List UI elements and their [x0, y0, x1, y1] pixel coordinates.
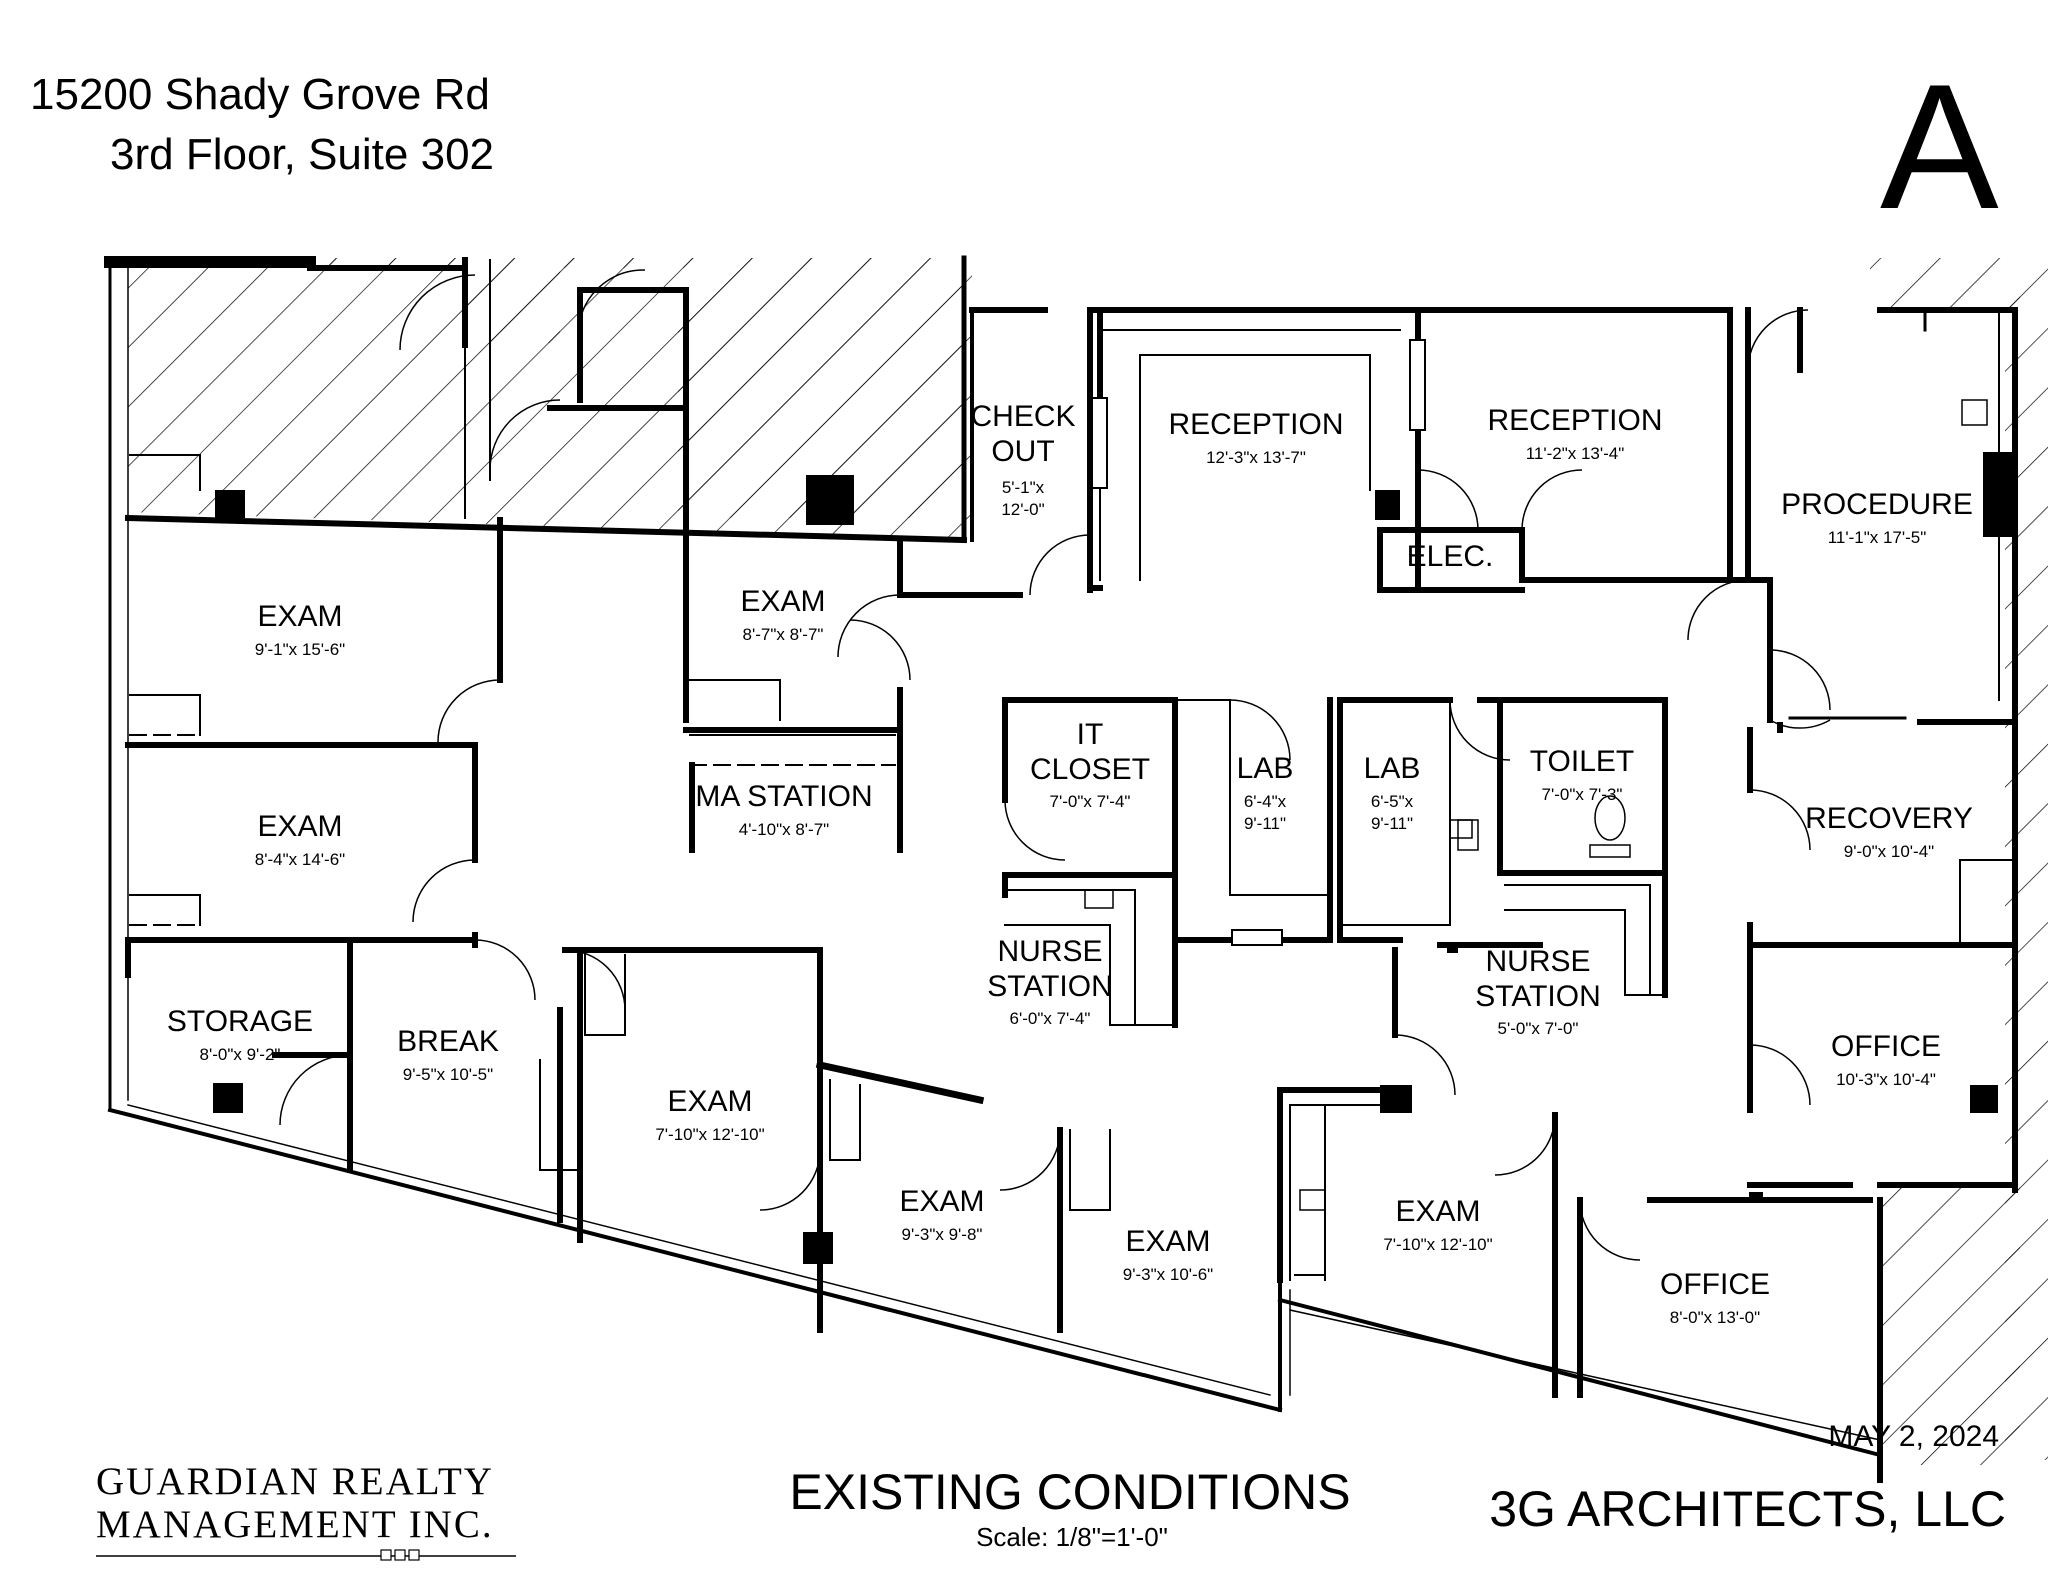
room-name: RECEPTION [1487, 404, 1663, 437]
room-elec: ELEC. [1407, 540, 1494, 575]
room-name: OFFICE [1660, 1268, 1770, 1301]
room-name: EXAM [1395, 1195, 1481, 1228]
room-ma-station: MA STATION 4'-10"x 8'-7" [695, 780, 872, 841]
walls [104, 255, 2018, 1483]
room-dimension: 11'-2"x 13'-4" [1525, 443, 1625, 463]
room-dimension: 11'-1"x 17'-5" [1827, 527, 1927, 547]
room-name: EXAM [899, 1185, 985, 1218]
room-name: CHECK OUT [970, 400, 1076, 468]
room-name: LAB [1363, 752, 1421, 785]
room-dimension: 9'-0"x 10'-4" [1843, 841, 1935, 861]
room-exam-6: EXAM 9'-3"x 10'-6" [1123, 1225, 1213, 1286]
room-nurse-station-1: NURSE STATION 6'-0"x 7'-4" [987, 935, 1113, 1030]
room-dimension: 6'-5"x 9'-11" [1370, 791, 1414, 833]
room-dimension: 8'-4"x 14'-6" [254, 849, 346, 869]
room-dimension: 7'-10"x 12'-10" [1383, 1234, 1493, 1254]
company-name-line-1: GUARDIAN REALTY [96, 1460, 494, 1503]
room-dimension: 5'-1"x 12'-0" [1001, 478, 1045, 520]
architect-name: 3G ARCHITECTS, LLC [1489, 1481, 2006, 1537]
room-name: OFFICE [1831, 1030, 1941, 1063]
room-name: RECOVERY [1805, 802, 1973, 835]
room-dimension: 5'-0"x 7'-0" [1497, 1019, 1579, 1038]
company-logo-rule [96, 1549, 516, 1561]
glazing [1091, 339, 1426, 946]
room-dimension: 9'-5"x 10'-5" [402, 1064, 494, 1084]
room-name: ELEC. [1406, 540, 1494, 573]
room-lab-2: LAB 6'-5"x 9'-11" [1364, 752, 1421, 835]
room-dimension: 8'-7"x 8'-7" [742, 624, 824, 644]
room-exam-3: EXAM 8'-7"x 8'-7" [740, 585, 825, 646]
room-exam-4: EXAM 7'-10"x 12'-10" [655, 1085, 764, 1146]
room-name: BREAK [397, 1025, 499, 1058]
room-break: BREAK 9'-5"x 10'-5" [397, 1025, 499, 1086]
room-name: IT CLOSET [1029, 718, 1151, 786]
room-exam-5: EXAM 9'-3"x 9'-8" [899, 1185, 984, 1246]
room-name: NURSE STATION [987, 935, 1113, 1003]
room-dimension: 4'-10"x 8'-7" [738, 819, 830, 839]
address-line-1: 15200 Shady Grove Rd [30, 70, 490, 119]
room-dimension: 7'-0"x 7'-3" [1541, 784, 1623, 804]
room-dimension: 8'-0"x 13'-0" [1669, 1307, 1761, 1327]
room-reception-2: RECEPTION 11'-2"x 13'-4" [1487, 404, 1662, 465]
room-dimension: 6'-4"x 9'-11" [1243, 791, 1287, 833]
room-name: NURSE STATION [1475, 945, 1601, 1013]
company-name-line-2: MANAGEMENT INC. [96, 1503, 494, 1546]
room-dimension: 7'-10"x 12'-10" [655, 1124, 765, 1144]
address-line-2: 3rd Floor, Suite 302 [110, 130, 495, 179]
room-toilet: TOILET 7'-0"x 7'-3" [1530, 745, 1634, 806]
sheet-title: EXISTING CONDITIONS [789, 1464, 1351, 1520]
room-dimension: 7'-0"x 7'-4" [1049, 792, 1131, 811]
room-name: RECEPTION [1168, 408, 1344, 441]
room-recovery: RECOVERY 9'-0"x 10'-4" [1805, 802, 1973, 863]
room-exam-1: EXAM 9'-1"x 15'-6" [255, 600, 345, 661]
drawing-scale: Scale: 1/8"=1'-0" [976, 1522, 1168, 1552]
sheet-letter: A [1880, 47, 1999, 246]
room-storage: STORAGE 8'-0"x 9'-2" [167, 1005, 313, 1066]
room-exam-2: EXAM 8'-4"x 14'-6" [255, 810, 345, 871]
room-name: PROCEDURE [1781, 488, 1973, 521]
room-dimension: 8'-0"x 9'-2" [199, 1044, 281, 1064]
room-reception-1: RECEPTION 12'-3"x 13'-7" [1168, 408, 1343, 469]
room-name: LAB [1236, 752, 1294, 785]
room-dimension: 9'-3"x 10'-6" [1122, 1264, 1214, 1284]
room-dimension: 6'-0"x 7'-4" [1009, 1009, 1091, 1028]
room-check-out: CHECK OUT 5'-1"x 12'-0" [970, 400, 1075, 521]
room-name: STORAGE [166, 1005, 314, 1038]
room-dimension: 12'-3"x 13'-7" [1206, 447, 1306, 467]
room-name: EXAM [1125, 1225, 1211, 1258]
drawing-date: MAY 2, 2024 [1828, 1420, 1999, 1453]
room-name: EXAM [257, 600, 343, 633]
room-dimension: 9'-3"x 9'-8" [901, 1224, 983, 1244]
room-dimension: 9'-1"x 15'-6" [254, 639, 346, 659]
room-name: EXAM [257, 810, 343, 843]
room-name: MA STATION [695, 780, 873, 813]
columns [213, 452, 2015, 1264]
room-exam-7: EXAM 7'-10"x 12'-10" [1383, 1195, 1492, 1256]
room-procedure: PROCEDURE 11'-1"x 17'-5" [1781, 488, 1973, 549]
room-nurse-station-2: NURSE STATION 5'-0"x 7'-0" [1475, 945, 1601, 1040]
room-office-2: OFFICE 8'-0"x 13'-0" [1660, 1268, 1770, 1329]
door-swings [279, 269, 1831, 1261]
room-name: EXAM [740, 585, 826, 618]
room-it-closet: IT CLOSET 7'-0"x 7'-4" [1030, 718, 1150, 813]
room-name: TOILET [1529, 745, 1635, 778]
room-lab-1: LAB 6'-4"x 9'-11" [1237, 752, 1294, 835]
room-office-1: OFFICE 10'-3"x 10'-4" [1831, 1030, 1941, 1091]
room-name: EXAM [667, 1085, 753, 1118]
fixtures [1084, 399, 1988, 1211]
room-dimension: 10'-3"x 10'-4" [1836, 1069, 1936, 1089]
